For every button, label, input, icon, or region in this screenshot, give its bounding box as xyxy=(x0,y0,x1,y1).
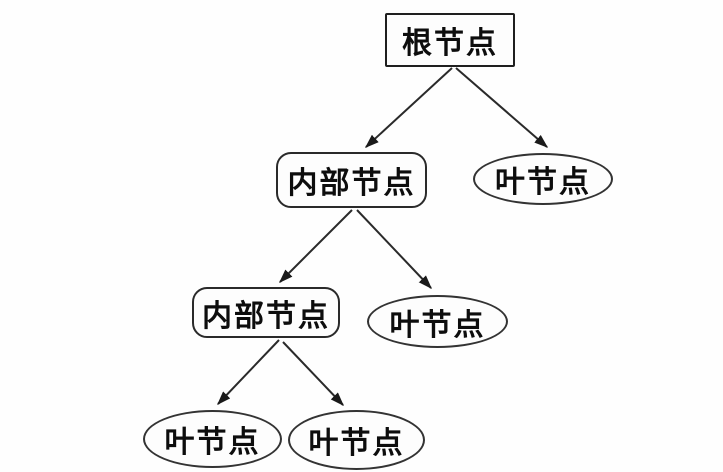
node-root: 根节点 xyxy=(385,13,515,67)
node-leaf-2-label: 叶节点 xyxy=(389,308,486,342)
node-leaf-3: 叶节点 xyxy=(143,410,282,468)
node-leaf-2: 叶节点 xyxy=(367,295,508,348)
node-leaf-3-label: 叶节点 xyxy=(164,426,261,459)
edge-root-to-leaf-1 xyxy=(455,67,549,148)
edge-internal-2-to-leaf-4 xyxy=(282,341,344,407)
node-leaf-1-label: 叶节点 xyxy=(495,166,591,199)
node-leaf-4-label: 叶节点 xyxy=(308,427,405,460)
edge-internal-1-to-internal-2 xyxy=(279,209,353,283)
node-internal-1-label: 内部节点 xyxy=(287,167,416,200)
node-internal-2-label: 内部节点 xyxy=(202,299,330,333)
node-leaf-1: 叶节点 xyxy=(473,153,613,205)
node-leaf-4: 叶节点 xyxy=(288,410,425,470)
edge-internal-2-to-leaf-3 xyxy=(217,339,280,406)
node-internal-2: 内部节点 xyxy=(192,287,340,338)
edge-internal-1-to-leaf-2 xyxy=(356,209,432,290)
node-root-label: 根节点 xyxy=(402,27,498,60)
node-internal-1: 内部节点 xyxy=(276,152,427,208)
edge-root-to-internal-1 xyxy=(364,67,453,148)
